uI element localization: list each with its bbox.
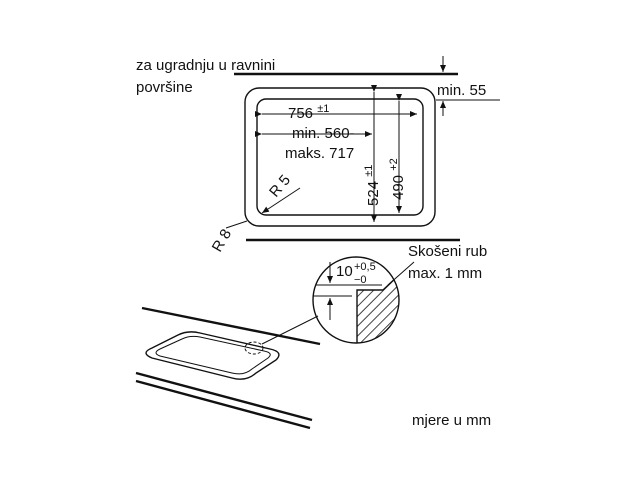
worktop-cutout-inner bbox=[155, 335, 271, 375]
chamfer-label-line1: Skošeni rub bbox=[408, 243, 487, 260]
units-note: mjere u mm bbox=[412, 412, 491, 429]
rebate-tol-lower: −0 bbox=[354, 274, 367, 286]
outer-cutout-outline bbox=[244, 87, 436, 227]
worktop-back-edge bbox=[141, 306, 321, 346]
radius-outer-leader bbox=[225, 220, 248, 229]
radius-inner-label: R 5 bbox=[266, 172, 294, 201]
worktop-front-edge bbox=[135, 371, 313, 422]
rebate-label: 10 bbox=[336, 263, 353, 280]
depth-base: 490 bbox=[390, 175, 407, 200]
flush-install-label-line2: površine bbox=[136, 79, 193, 96]
edge-detail-circle bbox=[312, 256, 400, 344]
min-depth-label: min. 55 bbox=[437, 82, 486, 99]
radius-outer-label: R 8 bbox=[209, 226, 235, 255]
detail-hatched-worktop bbox=[356, 275, 399, 343]
range-label-line2: maks. 717 bbox=[285, 145, 354, 162]
depth-tolerance: +2 bbox=[388, 158, 400, 171]
worktop-cutout-outer bbox=[145, 331, 280, 380]
rebate-tol-upper: +0,5 bbox=[354, 261, 376, 273]
height-base: 524 bbox=[365, 181, 382, 206]
flush-install-label-line1: za ugradnju u ravnini bbox=[136, 57, 275, 74]
height-label: 524 ±1 bbox=[363, 165, 382, 206]
width-tolerance: ±1 bbox=[317, 103, 329, 115]
chamfer-leader bbox=[387, 261, 415, 286]
inner-cutout-outline bbox=[256, 98, 424, 216]
width-base: 756 bbox=[288, 105, 313, 122]
range-label-line1: min. 560- bbox=[292, 125, 355, 142]
height-tolerance: ±1 bbox=[363, 165, 375, 177]
worktop-front-edge-lower bbox=[135, 379, 311, 430]
detail-callout-leader bbox=[261, 315, 319, 345]
depth-label: 490 +2 bbox=[388, 158, 407, 200]
rebate-base: 10 bbox=[336, 263, 353, 280]
chamfer-label-line2: max. 1 mm bbox=[408, 265, 482, 282]
detail-callout-marker bbox=[244, 341, 264, 355]
width-label: 756 ±1 bbox=[288, 103, 329, 122]
isometric-worktop bbox=[135, 306, 321, 430]
radius-inner-leader bbox=[261, 187, 301, 214]
